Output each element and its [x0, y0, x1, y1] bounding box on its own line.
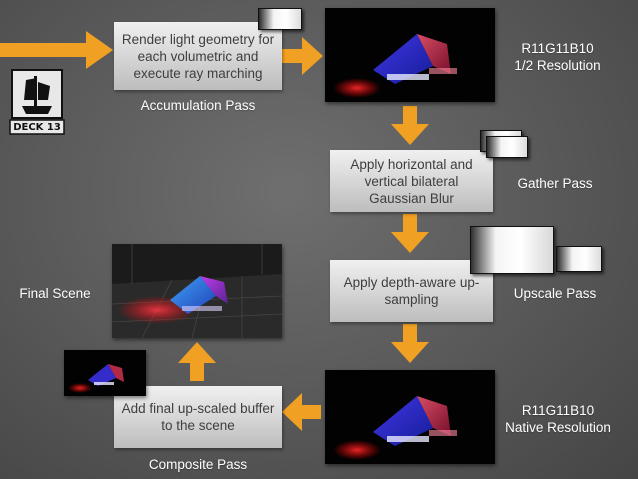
arrow-down-2 — [390, 214, 430, 254]
gather-buffer-swatch-front — [486, 136, 528, 158]
arrow-to-accumulation-output — [282, 36, 324, 76]
native-resolution-label: R11G11B10 Native Resolution — [498, 402, 618, 436]
arrow-incoming — [0, 30, 114, 70]
gather-box-text: Apply horizontal and vertical bilateral … — [350, 156, 473, 206]
half-res-render-image — [325, 8, 495, 102]
composite-input-image — [64, 350, 146, 396]
native-res-render-image — [325, 370, 495, 464]
logo-text: DECK 13 — [13, 122, 61, 133]
upscale-buffer-swatch-small — [556, 246, 602, 272]
half-resolution-label: R11G11B10 1/2 Resolution — [500, 40, 615, 74]
arrow-up-to-final — [177, 342, 217, 382]
upscale-box-text: Apply depth-aware up-sampling — [343, 275, 480, 307]
native-res-scale: Native Resolution — [505, 420, 611, 435]
native-res-format: R11G11B10 — [521, 403, 595, 418]
final-scene-label: Final Scene — [19, 286, 91, 301]
upscale-box: Apply depth-aware up-sampling — [330, 260, 493, 322]
final-scene-image — [112, 244, 282, 338]
render-box: Render light geometry for each volumetri… — [114, 22, 282, 90]
accumulation-pass-label: Accumulation Pass — [140, 98, 256, 113]
accumulation-buffer-swatch — [258, 8, 302, 30]
arrow-down-1 — [390, 106, 430, 146]
render-box-text: Render light geometry for each volumetri… — [121, 31, 275, 81]
gather-box: Apply horizontal and vertical bilateral … — [330, 150, 493, 212]
composite-pass-label: Composite Pass — [148, 457, 248, 472]
half-res-format: R11G11B10 — [521, 41, 594, 56]
composite-box: Add final up-scaled buffer to the scene — [114, 386, 282, 448]
composite-box-text: Add final up-scaled buffer to the scene — [121, 401, 275, 433]
half-res-scale: 1/2 Resolution — [514, 58, 601, 73]
deck13-logo: DECK 13 — [8, 66, 66, 138]
upscale-buffer-swatch-large — [470, 226, 554, 274]
gather-pass-label: Gather Pass — [517, 176, 593, 191]
arrow-down-3 — [390, 324, 430, 364]
arrow-left-to-composite — [282, 392, 322, 432]
upscale-pass-label: Upscale Pass — [513, 286, 597, 301]
